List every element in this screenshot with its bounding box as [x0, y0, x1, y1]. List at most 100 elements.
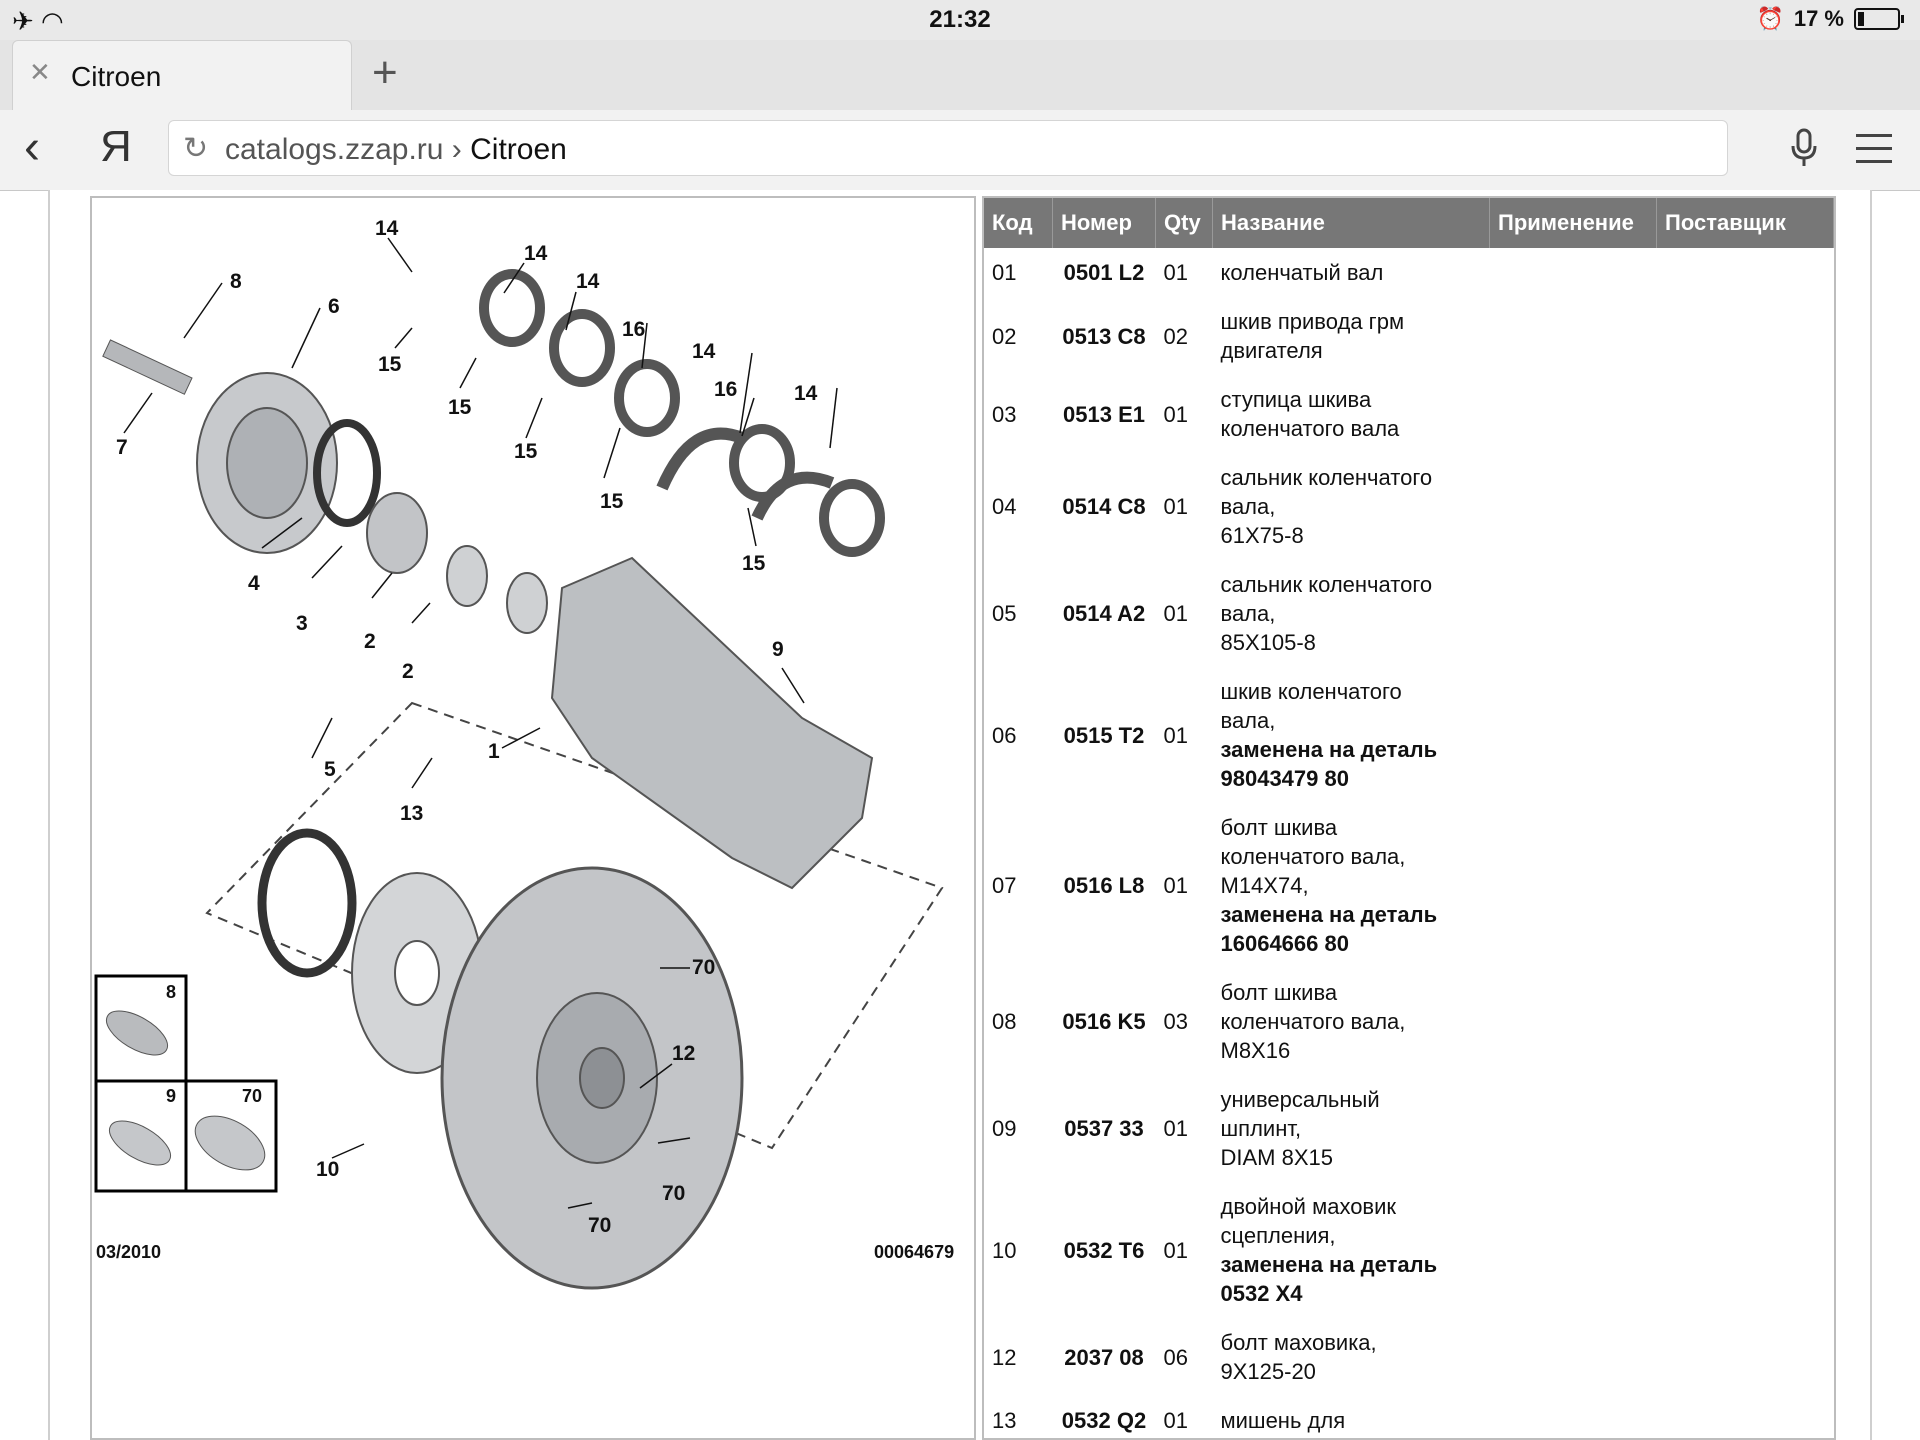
name-line: коленчатого вала, [1220, 1009, 1406, 1034]
tab-title: Citroen [71, 61, 162, 92]
callout-15: 15 [378, 353, 402, 376]
tab-citroen[interactable]: ✕ Citroen [12, 40, 352, 110]
column-header-code[interactable]: Код [984, 198, 1053, 248]
cell-code: 05 [992, 601, 1017, 626]
cell-supplier [1657, 248, 1834, 297]
cell-part-number: 0513 C8 [1062, 323, 1146, 349]
replacement-note: 0532 X4 [1220, 1281, 1303, 1306]
back-arrow-icon[interactable]: ‹ [24, 121, 40, 174]
callout-12: 12 [672, 1042, 695, 1065]
cell-part-number: 0532 Q2 [1061, 1408, 1147, 1433]
cell-application [1490, 297, 1657, 375]
cell-qty: 01 [1163, 1237, 1188, 1263]
cell-qty: 01 [1163, 873, 1188, 898]
cell-name: болт маховика,9X125-20 [1213, 1318, 1490, 1396]
table-header-row: Код Номер Qty Название Применение Постав… [984, 198, 1834, 248]
battery-percent: 17 % [1793, 6, 1844, 31]
status-bar: ✈ ◠ 21:32 ⏰ 17 % [0, 0, 1920, 40]
cell-application [1490, 1182, 1657, 1318]
name-line: M14X74, [1220, 873, 1309, 898]
callout-14: 14 [524, 242, 548, 265]
callout-16: 16 [714, 378, 737, 401]
column-header-qty[interactable]: Qty [1155, 198, 1213, 248]
cell-supplier [1657, 297, 1834, 375]
parts-table: Код Номер Qty Название Применение Постав… [984, 198, 1834, 1438]
diagram-reference: 00064679 [874, 1242, 954, 1262]
reload-icon[interactable]: ↻ [183, 132, 209, 165]
cell-qty: 01 [1163, 260, 1188, 285]
cell-code: 02 [992, 323, 1017, 349]
cell-application [1490, 1396, 1657, 1438]
callout-15: 15 [448, 396, 472, 419]
cell-code: 07 [992, 873, 1017, 898]
cell-code: 09 [992, 1116, 1017, 1141]
inset-callout-70: 70 [242, 1086, 262, 1106]
address-bar[interactable]: ↻ catalogs.zzap.ru › Citroen [168, 120, 1728, 176]
microphone-icon[interactable] [1788, 128, 1820, 168]
menu-icon[interactable] [1856, 134, 1892, 173]
callout-16: 16 [622, 318, 645, 341]
cell-name: мишень для [1213, 1396, 1490, 1438]
cell-part-number: 0532 T6 [1063, 1237, 1145, 1263]
cell-code: 13 [992, 1408, 1017, 1433]
column-header-application[interactable]: Применение [1489, 198, 1657, 248]
column-header-supplier[interactable]: Поставщик [1656, 198, 1834, 248]
page-content: 14 14 14 14 14 8 6 7 15 15 15 15 15 16 1… [48, 190, 1872, 1440]
replacement-note: 98043479 80 [1220, 766, 1349, 791]
yandex-button[interactable]: Я [100, 122, 132, 171]
cell-application [1490, 803, 1657, 968]
callout-6: 6 [328, 295, 340, 318]
callout-70: 70 [692, 956, 715, 979]
diagram-date: 03/2010 [96, 1242, 161, 1262]
replacement-note: 16064666 80 [1220, 931, 1349, 956]
callout-7: 7 [116, 436, 128, 459]
column-header-number[interactable]: Номер [1052, 198, 1156, 248]
name-line: вала, [1220, 708, 1276, 733]
battery-icon [1854, 8, 1904, 30]
callout-1: 1 [488, 740, 500, 763]
cell-qty: 06 [1163, 1344, 1188, 1370]
cell-supplier [1657, 375, 1834, 453]
new-tab-button[interactable]: + [372, 48, 398, 97]
callout-14: 14 [375, 217, 399, 240]
cell-supplier [1657, 1182, 1834, 1318]
column-header-name[interactable]: Название [1212, 198, 1490, 248]
name-line: вала, [1220, 601, 1276, 626]
cell-part-number: 0514 C8 [1062, 494, 1146, 519]
name-line: коленчатого вала [1220, 416, 1400, 441]
close-tab-icon[interactable]: ✕ [29, 57, 51, 87]
cell-qty: 01 [1163, 1116, 1188, 1141]
cell-application [1490, 453, 1657, 560]
callout-8: 8 [230, 270, 242, 293]
replacement-note: заменена на деталь [1220, 1252, 1438, 1277]
cell-supplier [1657, 1318, 1834, 1396]
cell-application [1490, 1075, 1657, 1182]
table-row[interactable]: 13 0532 Q2 01 мишень для [984, 1396, 1834, 1438]
cell-application [1490, 375, 1657, 453]
cell-code: 08 [992, 1009, 1017, 1034]
clock: 21:32 [929, 6, 991, 33]
name-line: болт шкива [1220, 980, 1338, 1005]
cell-qty: 01 [1163, 601, 1188, 626]
cell-qty: 03 [1163, 1009, 1188, 1034]
crankshaft-exploded-view: 14 14 14 14 14 8 6 7 15 15 15 15 15 16 1… [94, 217, 954, 1290]
cell-supplier [1657, 1396, 1834, 1438]
cell-qty: 01 [1163, 1408, 1188, 1433]
name-line: болт шкива [1220, 815, 1338, 840]
name-line: DIAM 8X15 [1220, 1145, 1334, 1170]
